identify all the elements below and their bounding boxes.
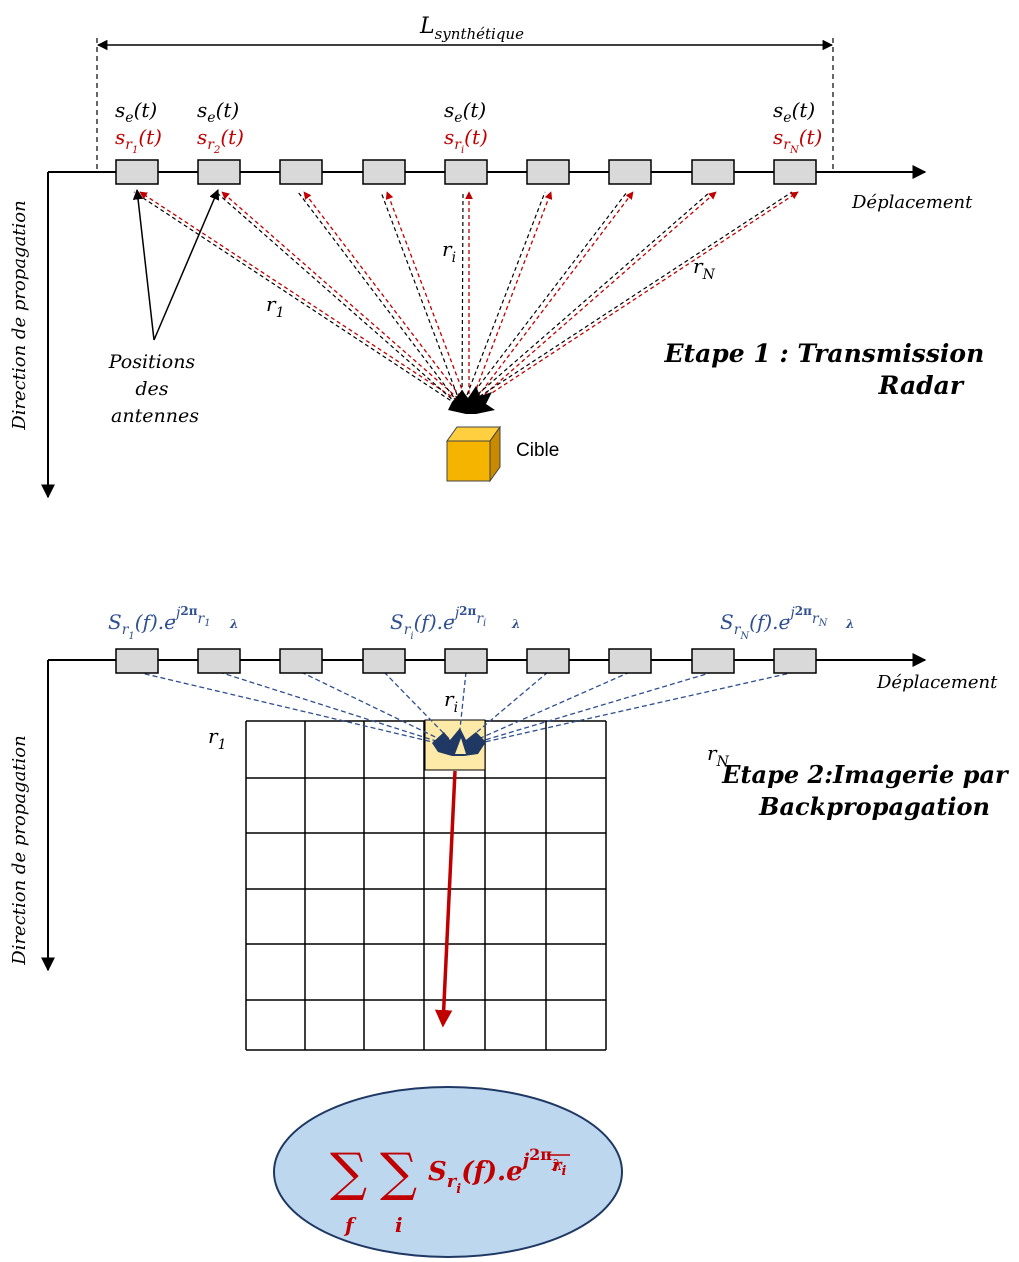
tx-ray-7: [461, 191, 628, 409]
rx-ray-6: [468, 191, 553, 409]
bottom-signal-label-1: Sr1(f).ej2πr1: [108, 604, 211, 642]
target-scatter-burst: [448, 386, 495, 414]
backprop-ray-8: [457, 671, 714, 749]
range-label-ri: ri: [442, 237, 456, 266]
formula-sum-i: ∑: [380, 1143, 417, 1203]
panel-transmission: Lsynthétique se(t)sr1(t)se(t)sr2(t)se(t)…: [9, 14, 994, 499]
emit-signal-label-1: se(t): [115, 98, 157, 126]
backprop-ray-5: [457, 671, 467, 749]
top-antenna-2: [197, 159, 241, 185]
emit-signal-label-2: se(t): [197, 98, 239, 126]
emit-signal-label-3: se(t): [444, 98, 486, 126]
rx-ray-8: [468, 191, 717, 409]
rx-ray-9: [468, 191, 799, 409]
top-antenna-4: [362, 159, 406, 185]
annotation-arrow-1: [132, 188, 155, 341]
bottom-range-label-rn: rN: [707, 741, 730, 770]
top-y-axis-label: Direction de propagation: [9, 200, 30, 430]
step2-title: Etape 2:Imagerie par Backpropagation: [721, 760, 1016, 821]
top-x-axis-label: Déplacement: [851, 192, 973, 213]
top-ray-group: [133, 191, 799, 409]
bottom-x-axis-label: Déplacement: [876, 672, 998, 693]
bottom-signal-label-n: SrN(f).ej2πrN: [720, 604, 829, 642]
top-signal-labels: se(t)sr1(t)se(t)sr2(t)se(t)sri(t)se(t)sr…: [115, 98, 822, 156]
bottom-signal-label-1-den: λ: [229, 617, 238, 631]
formula-sum-f-sub: f: [343, 1213, 357, 1237]
tx-ray-1: [133, 191, 463, 409]
annotation-arrow-2: [153, 189, 220, 341]
recv-signal-label-1: sr1(t): [115, 125, 162, 156]
bottom-antenna-4: [362, 648, 406, 674]
summation-formula: ∑ f ∑ i Sri(f).ej2πri λ: [330, 1143, 570, 1237]
tx-ray-9: [461, 191, 793, 409]
rx-ray-7: [468, 191, 634, 409]
tx-ray-3: [297, 191, 463, 409]
top-antenna-1: [115, 159, 159, 185]
bottom-antenna-5: [444, 648, 488, 674]
antenna-annotation: Positions des antennes: [108, 351, 201, 427]
tx-ray-4: [380, 191, 463, 409]
focused-burst-highlight: [455, 738, 466, 754]
bottom-antenna-6: [526, 648, 570, 674]
rx-ray-3: [303, 191, 470, 409]
bottom-signal-labels: Sr1(f).ej2πr1 λ Sri(f).ej2πri λ SrN(f).e…: [108, 604, 854, 642]
bottom-signal-label-i: Sri(f).ej2πri: [390, 604, 486, 642]
rx-ray-4: [385, 191, 470, 409]
summation-arrow: [434, 770, 457, 1028]
top-antenna-9: [773, 159, 817, 185]
top-antenna-3: [279, 159, 323, 185]
bottom-antenna-group: [115, 648, 817, 674]
step1-title: Etape 1 : Transmission Radar: [664, 339, 994, 400]
recv-signal-label-4: srN(t): [773, 125, 822, 156]
rx-ray-1: [139, 191, 470, 409]
top-antenna-5: [444, 159, 488, 185]
backprop-ray-1: [136, 671, 459, 749]
top-antenna-8: [691, 159, 735, 185]
range-label-rn: rN: [693, 254, 716, 283]
bottom-antenna-2: [197, 648, 241, 674]
bottom-antenna-7: [608, 648, 652, 674]
top-antenna-6: [526, 159, 570, 185]
formula-body: Sri(f).ej2πri: [428, 1145, 566, 1197]
span-label: Lsynthétique: [419, 14, 524, 43]
formula-sum-f: ∑: [330, 1143, 367, 1203]
panel-backpropagation: r1 ri rN Sr1(f).ej2πr1 λ Sri(f).ej2πri λ…: [9, 604, 1016, 1258]
tx-ray-2: [215, 191, 463, 409]
tx-ray-6: [461, 191, 546, 409]
formula-ellipse: [273, 1086, 623, 1258]
backprop-ray-7: [457, 671, 631, 749]
bottom-range-label-ri: ri: [444, 687, 458, 716]
recv-signal-label-2: sr2(t): [197, 125, 244, 156]
bottom-antenna-8: [691, 648, 735, 674]
target-label: Cible: [516, 440, 559, 461]
backprop-ray-9: [457, 671, 796, 749]
bottom-range-label-r1: r1: [208, 724, 226, 753]
bottom-antenna-3: [279, 648, 323, 674]
formula-frac-den: λ: [551, 1156, 563, 1174]
range-label-r1: r1: [266, 292, 284, 321]
bottom-antenna-9: [773, 648, 817, 674]
bottom-signal-label-n-den: λ: [845, 617, 854, 631]
bottom-antenna-1: [115, 648, 159, 674]
backprop-ray-2: [218, 671, 459, 749]
recv-signal-label-3: sri(t): [444, 125, 488, 156]
backprop-ray-3: [300, 671, 459, 749]
rx-ray-2: [221, 191, 470, 409]
formula-sum-i-sub: i: [395, 1213, 403, 1237]
top-antenna-group: [115, 159, 817, 185]
focused-scatter-burst: [432, 728, 486, 756]
top-antenna-7: [608, 159, 652, 185]
tx-ray-8: [461, 191, 711, 409]
emit-signal-label-4: se(t): [773, 98, 815, 126]
target-cube: [446, 425, 501, 483]
tx-ray-5: [461, 191, 464, 409]
bottom-y-axis-label: Direction de propagation: [9, 735, 30, 965]
bottom-signal-label-i-den: λ: [511, 617, 520, 631]
